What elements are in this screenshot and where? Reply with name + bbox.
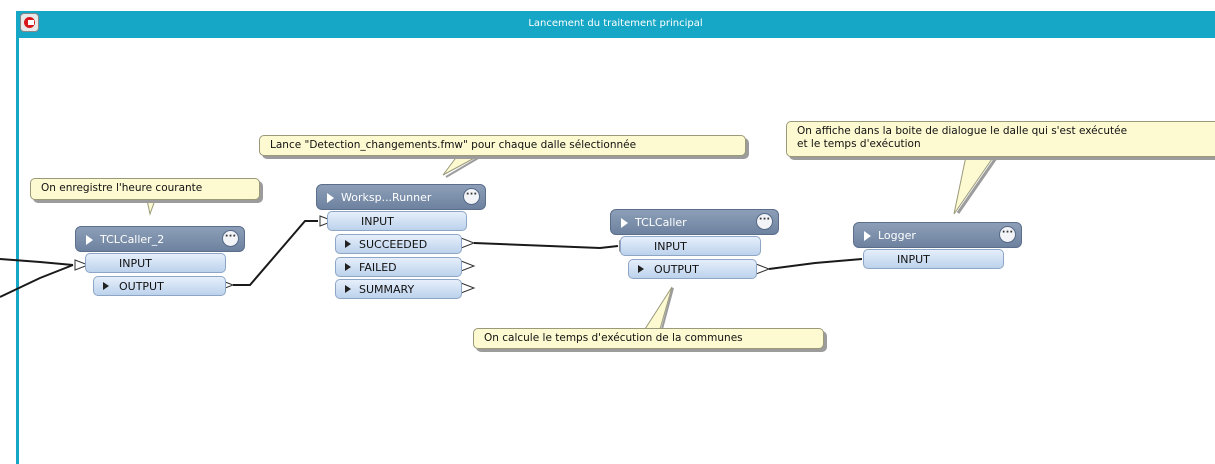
tclcaller-input-port[interactable]: INPUT: [620, 236, 761, 256]
runner-summary-port[interactable]: SUMMARY: [335, 279, 462, 299]
logger-input-port[interactable]: INPUT: [863, 249, 1004, 269]
ellipsis-menu-icon[interactable]: ···: [756, 213, 773, 230]
expand-triangle-icon[interactable]: [621, 218, 628, 228]
annotation-tail-lance: [442, 154, 481, 176]
tclcaller-output-port[interactable]: OUTPUT: [628, 259, 757, 279]
canvas-left-border: [16, 38, 19, 464]
annotation-affiche[interactable]: On affiche dans la boite de dialogue le …: [786, 121, 1215, 157]
annotation-lance[interactable]: Lance "Detection_changements.fmw" pour c…: [259, 135, 746, 156]
tclcaller-header[interactable]: TCLCaller ···: [610, 209, 779, 235]
ellipsis-menu-icon[interactable]: ···: [999, 226, 1016, 243]
annotation-calcule[interactable]: On calcule le temps d'exécution de la co…: [473, 328, 824, 349]
window-titlebar: Lancement du traitement principal: [16, 11, 1215, 38]
annotation-tail-affiche: [953, 155, 995, 215]
fme-app-icon[interactable]: [20, 13, 39, 32]
transformer-name: Logger: [878, 229, 916, 242]
expand-triangle-icon[interactable]: [638, 265, 644, 273]
wire-runner-tclcaller: [473, 242, 619, 250]
wire-tclcaller2-runner: [233, 220, 318, 286]
wire-tclcaller-logger: [768, 258, 863, 270]
ellipsis-menu-icon[interactable]: ···: [463, 188, 480, 205]
workspace-runner-header[interactable]: Worksp...Runner ···: [316, 184, 486, 210]
tclcaller2-output-port[interactable]: OUTPUT: [93, 276, 226, 296]
wire-incoming-1: [0, 258, 74, 266]
logger-header[interactable]: Logger ···: [853, 222, 1022, 248]
window-title: Lancement du traitement principal: [528, 18, 703, 29]
expand-triangle-icon[interactable]: [86, 235, 93, 245]
runner-failed-port[interactable]: FAILED: [335, 257, 462, 277]
runner-input-port[interactable]: INPUT: [327, 211, 467, 231]
expand-triangle-icon[interactable]: [345, 240, 351, 248]
transformer-name: Worksp...Runner: [341, 191, 432, 204]
ellipsis-menu-icon[interactable]: ···: [222, 230, 239, 247]
expand-triangle-icon[interactable]: [345, 263, 351, 271]
runner-succeeded-port[interactable]: SUCCEEDED: [335, 234, 462, 254]
expand-triangle-icon[interactable]: [864, 231, 871, 241]
wire-incoming-2: [0, 264, 74, 298]
expand-triangle-icon[interactable]: [327, 193, 334, 203]
annotation-heure[interactable]: On enregistre l'heure courante: [30, 178, 260, 200]
annotation-tail-heure: [146, 199, 156, 216]
expand-triangle-icon[interactable]: [103, 282, 109, 290]
expand-triangle-icon[interactable]: [345, 285, 351, 293]
transformer-name: TCLCaller_2: [100, 233, 165, 246]
tclcaller2-header[interactable]: TCLCaller_2 ···: [75, 226, 245, 252]
tclcaller2-input-port[interactable]: INPUT: [85, 253, 226, 273]
transformer-name: TCLCaller: [635, 216, 687, 229]
